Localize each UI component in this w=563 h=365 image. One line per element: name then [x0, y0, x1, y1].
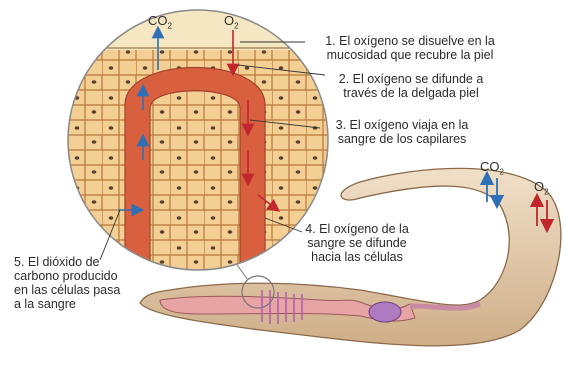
step1-label: 1. El oxígeno se disuelve en la mucosida…: [306, 34, 514, 62]
o2-label-worm: O2: [534, 180, 549, 200]
step4-label: 4. El oxígeno de la sangre se difunde ha…: [298, 222, 416, 264]
co2-label-top: CO2: [148, 14, 172, 34]
step2-label: 2. El oxígeno se difunde a través de la …: [326, 72, 496, 100]
co2-label-worm: CO2: [480, 160, 504, 180]
step5-label: 5. El dióxido de carbono producido en la…: [14, 255, 144, 311]
step3-label: 3. El oxígeno viaja en la sangre de los …: [322, 118, 482, 146]
o2-label-top: O2: [224, 14, 239, 34]
